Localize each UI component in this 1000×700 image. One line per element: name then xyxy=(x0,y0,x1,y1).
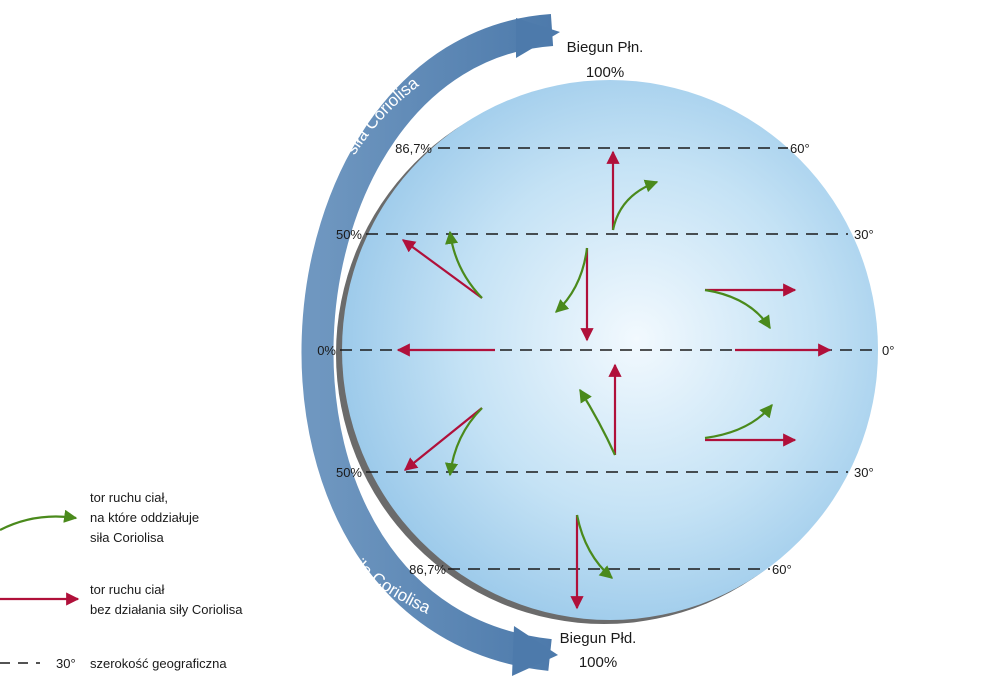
label-right-60n: 60° xyxy=(790,141,810,156)
legend-green-arrow xyxy=(0,509,78,531)
legend-red-line-2: bez działania siły Coriolisa xyxy=(90,602,243,617)
green-arrow-south-down xyxy=(575,514,614,579)
label-left-30n: 50% xyxy=(336,227,362,242)
green-arrow-south-up xyxy=(579,388,617,456)
legend-green-line-2: na które oddziałuje xyxy=(90,510,199,525)
north-pole-percent: 100% xyxy=(586,64,624,81)
green-arrows xyxy=(444,179,773,579)
label-right-equator: 0° xyxy=(882,343,894,358)
red-arrow-nw xyxy=(401,239,483,299)
label-left-60n: 86,7% xyxy=(395,141,432,156)
south-pole-percent: 100% xyxy=(579,654,617,671)
green-arrow-north-up xyxy=(611,179,659,231)
legend: tor ruchu ciał, na które oddziałuje siła… xyxy=(0,490,243,671)
legend-dash-text: szerokość geograficzna xyxy=(90,656,227,671)
coriolis-band xyxy=(301,14,560,676)
green-arrow-se-east xyxy=(704,403,773,440)
legend-green-line-3: siła Coriolisa xyxy=(90,530,164,545)
green-arrow-nw xyxy=(445,230,483,299)
coriolis-band-south-head xyxy=(512,626,558,676)
green-arrow-ne-east xyxy=(704,288,771,330)
north-pole-name: Biegun Płn. xyxy=(567,39,644,56)
label-right-60s: 60° xyxy=(772,562,792,577)
label-left-equator: 0% xyxy=(317,343,336,358)
label-left-30s: 50% xyxy=(336,465,362,480)
legend-dash-value: 30° xyxy=(56,656,76,671)
red-arrows xyxy=(396,150,832,610)
label-right-30n: 30° xyxy=(854,227,874,242)
label-left-60s: 86,7% xyxy=(409,562,446,577)
green-arrow-sw xyxy=(444,407,483,477)
legend-green-line-1: tor ruchu ciał, xyxy=(90,490,168,505)
green-arrow-north-down xyxy=(555,247,589,313)
coriolis-band-north-head xyxy=(516,18,560,58)
south-pole-name: Biegun Płd. xyxy=(560,630,637,647)
label-right-30s: 30° xyxy=(854,465,874,480)
legend-red-line-1: tor ruchu ciał xyxy=(90,582,165,597)
red-arrow-sw xyxy=(403,407,483,471)
